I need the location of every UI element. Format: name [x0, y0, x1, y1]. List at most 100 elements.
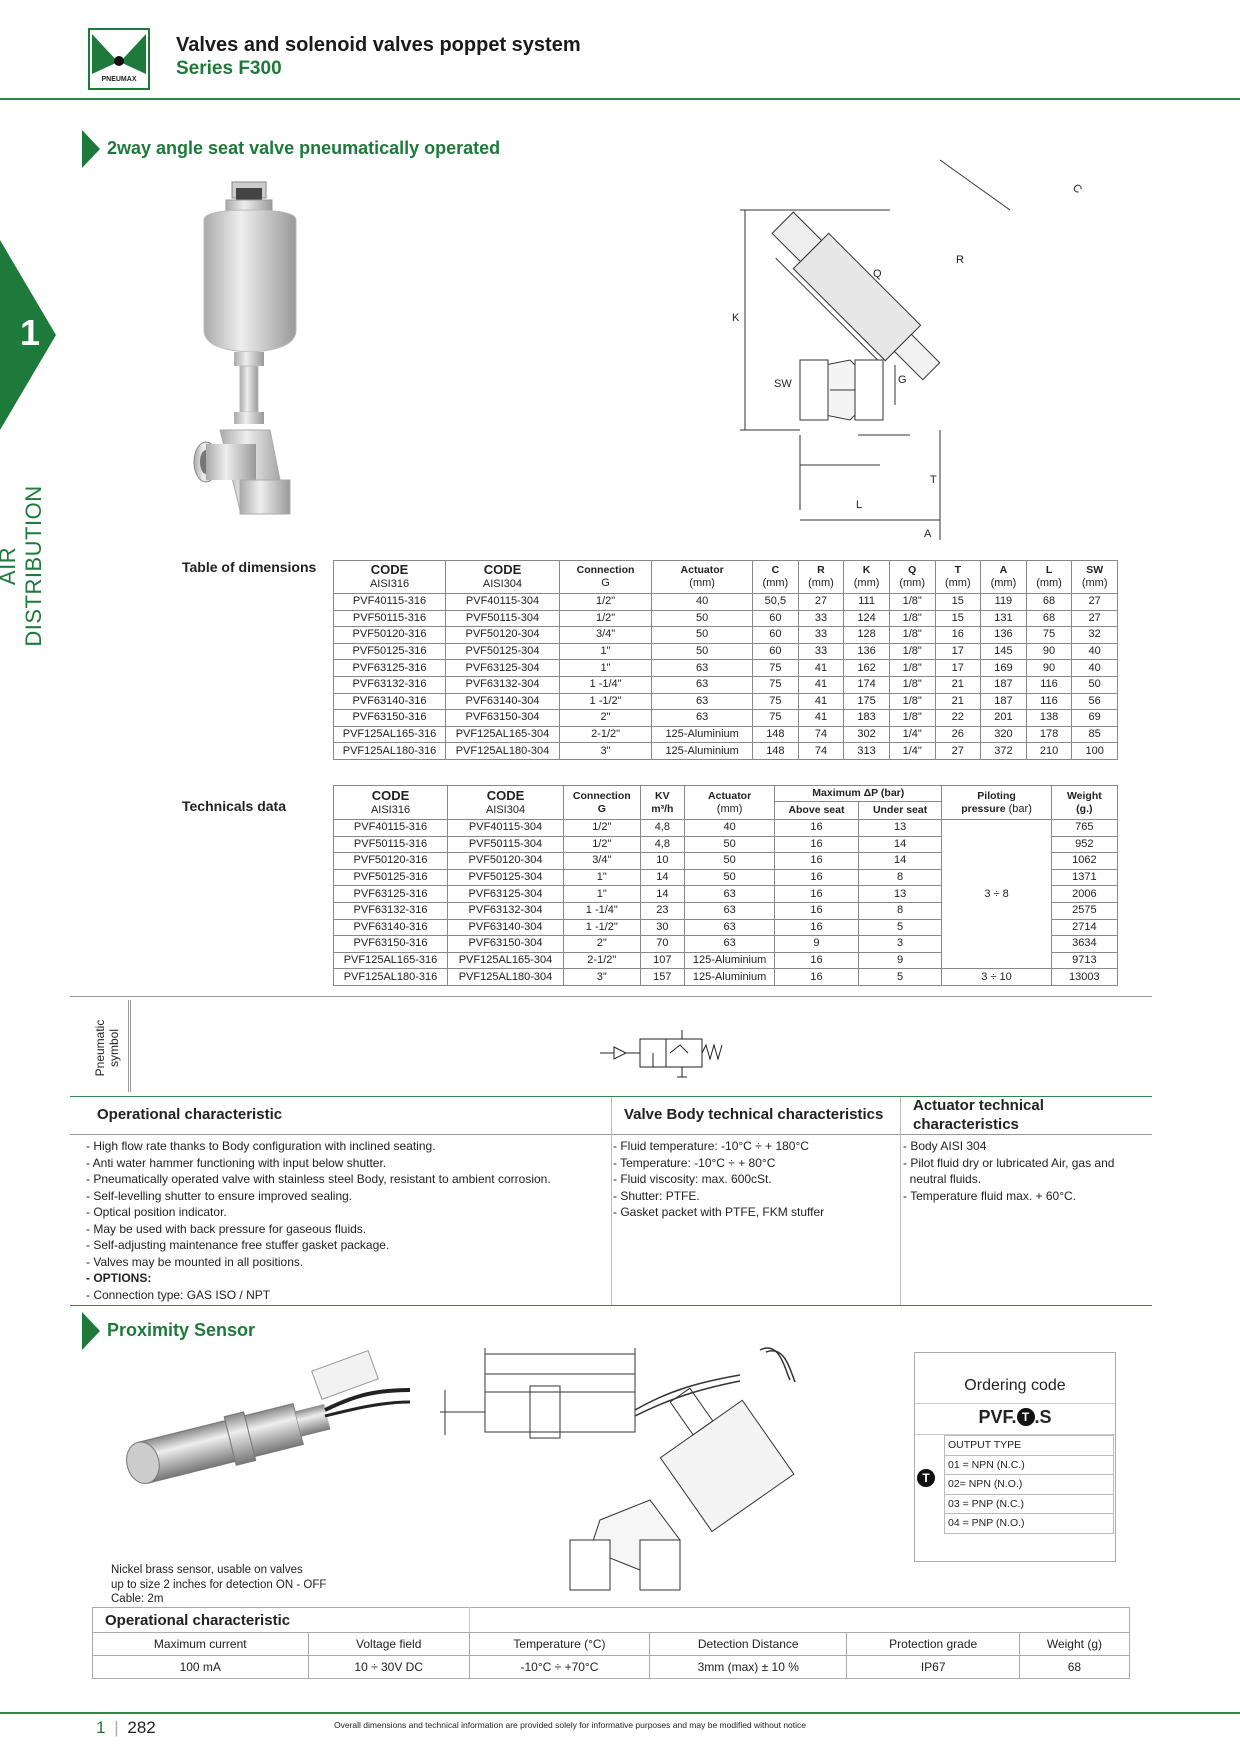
table-cell: 30 — [639, 918, 686, 937]
table-cell: 1 -1/2" — [563, 918, 641, 937]
ordering-code-value: PVF.T.S — [978, 1407, 1052, 1427]
table-cell: PVF63150-304 — [447, 935, 564, 953]
sensor-header: Protection grade — [846, 1632, 1020, 1656]
dim-label-t: T — [930, 474, 937, 486]
table-cell: 2-1/2" — [563, 951, 641, 970]
table-cell: 148 — [752, 725, 799, 744]
table-cell: 3 — [857, 935, 943, 953]
footer-line — [0, 1712, 1240, 1714]
table-cell: PVF63140-316 — [332, 692, 447, 711]
table-cell: PVF63150-304 — [445, 709, 560, 727]
table-cell: 131 — [980, 609, 1027, 628]
dim-label-k: K — [732, 312, 740, 324]
table-cell: 16 — [774, 852, 859, 870]
characteristics-divider-bottom — [70, 1305, 1152, 1306]
table-cell: 1/2" — [558, 593, 653, 611]
table-cell: PVF125AL165-316 — [332, 951, 449, 970]
table-cell: 1/8" — [888, 675, 936, 694]
table-cell: 162 — [843, 659, 890, 677]
table-cell: PVF63140-304 — [445, 692, 560, 711]
table-cell: 40 — [1071, 659, 1118, 677]
list-item: - Temperature: -10°C ÷ + 80°C — [613, 1155, 776, 1170]
table-cell: 27 — [1071, 593, 1118, 611]
table-cell: 26 — [934, 725, 982, 744]
table-cell: 4,8 — [639, 819, 686, 837]
output-type-label: OUTPUT TYPE — [944, 1435, 1114, 1456]
sensor-note-line: Cable: 2m — [111, 1593, 164, 1605]
table-cell: 125-Aluminium — [684, 951, 776, 970]
table-cell: PVF63140-304 — [447, 918, 564, 937]
table-cell: 1 -1/4" — [558, 675, 653, 694]
ordering-options: OUTPUT TYPE 01 = NPN (N.C.)02= NPN (N.O.… — [944, 1435, 1114, 1534]
list-item: - Pneumatically operated valve with stai… — [86, 1172, 551, 1186]
table-cell: 85 — [1071, 725, 1118, 744]
list-item: - Optical position indicator. — [86, 1205, 227, 1219]
table-cell: 75 — [752, 659, 799, 677]
table-cell: 313 — [843, 742, 890, 760]
table-cell: PVF125AL180-316 — [332, 968, 449, 986]
table-cell: 75 — [752, 692, 799, 711]
list-item: - Self-adjusting maintenance free stuffe… — [86, 1238, 390, 1252]
table-cell: 63 — [684, 918, 776, 937]
table-cell: PVF125AL180-304 — [447, 968, 564, 986]
table-cell: 2714 — [1050, 918, 1119, 937]
table-cell: 60 — [752, 609, 799, 628]
table-cell: PVF50125-304 — [447, 868, 564, 887]
table-cell: 169 — [980, 659, 1027, 677]
table-cell: 70 — [639, 935, 686, 953]
table-cell: 1/4" — [888, 742, 936, 760]
table-cell: 33 — [797, 642, 845, 661]
table-cell: 952 — [1050, 835, 1119, 854]
table-cell: PVF125AL165-304 — [445, 725, 560, 744]
table-cell: 1/8" — [888, 593, 936, 611]
footer-page-number: 282 — [127, 1718, 156, 1737]
table-cell: 148 — [752, 742, 799, 760]
table-cell: 63 — [684, 901, 776, 920]
sensor-note-line: Nickel brass sensor, usable on valves — [111, 1564, 303, 1576]
table-cell: 3" — [563, 968, 641, 986]
dim-label-r: R — [956, 254, 964, 266]
sensor-value: IP67 — [846, 1655, 1020, 1679]
table-cell: 63 — [651, 675, 754, 694]
table-cell: 14 — [857, 835, 943, 854]
table-cell: 174 — [843, 675, 890, 694]
dim-label-q: Q — [873, 268, 882, 280]
table-cell: 1/4" — [888, 725, 936, 744]
sensor-value: 3mm (max) ± 10 % — [649, 1655, 848, 1679]
table-cell: 5 — [857, 918, 943, 937]
table-cell: 16 — [774, 951, 859, 970]
table-cell: 1/2" — [558, 609, 653, 628]
piloting-pressure-b: 3 ÷ 10 — [941, 968, 1052, 986]
table-cell: 14 — [639, 868, 686, 887]
table-cell: 16 — [774, 868, 859, 887]
table-cell: 22 — [934, 709, 982, 727]
list-item: - Shutter: PTFE. — [613, 1188, 700, 1203]
table-cell: 60 — [752, 626, 799, 644]
sensor-note-line: up to size 2 inches for detection ON - O… — [111, 1578, 327, 1591]
table-cell: PVF50125-316 — [332, 868, 449, 887]
table-cell: 3" — [558, 742, 653, 760]
dimensions-header-3: Actuator(mm) — [651, 560, 754, 594]
table-cell: PVF50115-304 — [445, 609, 560, 628]
sensor-table-box: Operational characteristic Maximum curre… — [92, 1607, 1131, 1679]
table-cell: 27 — [1071, 609, 1118, 628]
table-cell: PVF63125-304 — [447, 885, 564, 903]
table-cell: PVF63132-304 — [445, 675, 560, 694]
table-cell: 1062 — [1050, 852, 1119, 870]
table-cell: 14 — [857, 852, 943, 870]
table-cell: 1 -1/2" — [558, 692, 653, 711]
table-cell: 16 — [774, 901, 859, 920]
list-item: - Self-levelling shutter to ensure impro… — [86, 1188, 353, 1203]
table-cell: 27 — [797, 593, 845, 611]
dim-label-a: A — [924, 528, 932, 540]
characteristics-divider-top — [70, 1096, 1152, 1097]
table-cell: 1/8" — [888, 626, 936, 644]
table-cell: PVF125AL180-316 — [332, 742, 447, 760]
table-cell: 175 — [843, 692, 890, 711]
pneumatic-label-2: symbol — [107, 1029, 121, 1068]
